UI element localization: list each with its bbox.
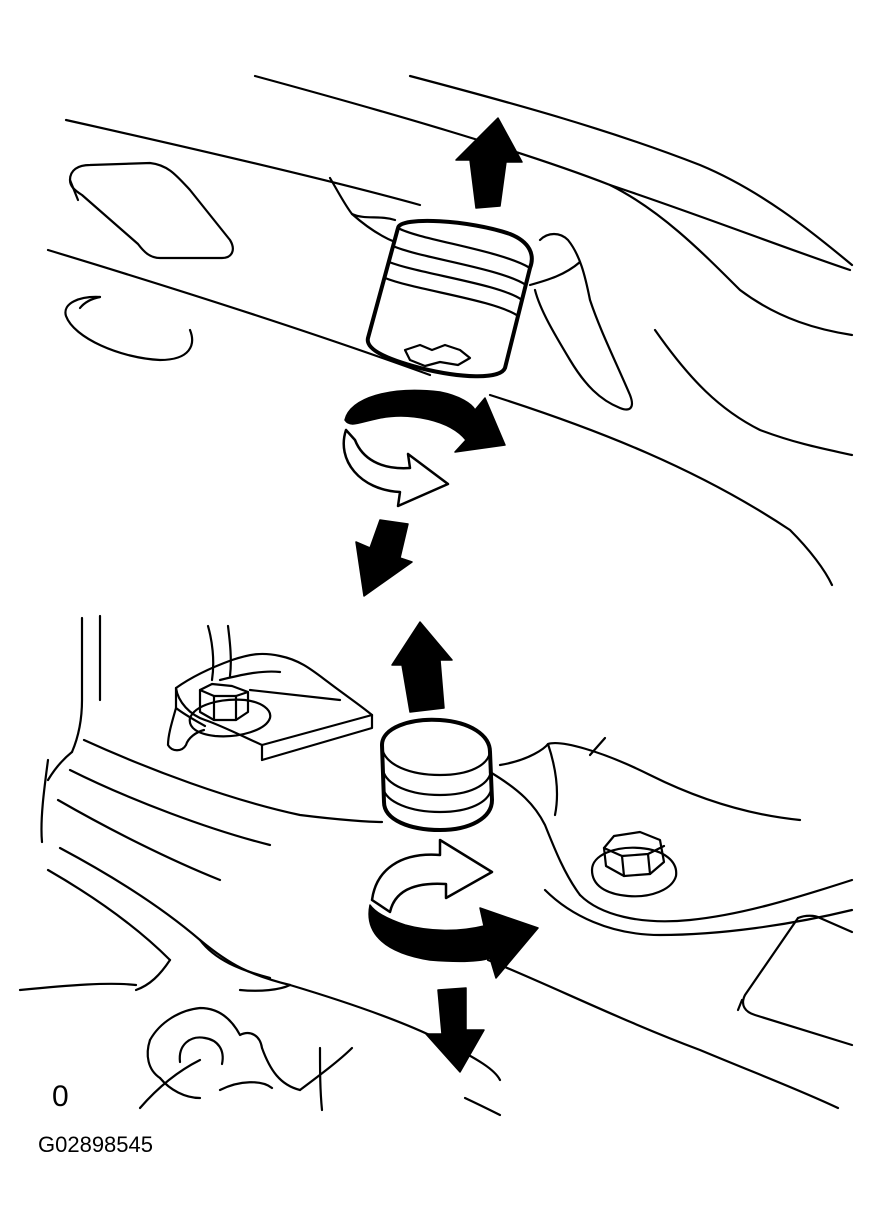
lower-stopper-cushion <box>380 717 494 832</box>
upper-body-panel <box>46 74 854 587</box>
lower-rotate-clockwise-icon <box>368 838 539 979</box>
upper-arrow-up-icon <box>455 117 523 209</box>
bolt-icon <box>590 830 678 898</box>
upper-rotate-clockwise-icon <box>342 389 506 508</box>
bolt-icon <box>188 682 272 738</box>
upper-stopper-cushion <box>365 218 534 379</box>
figure-code: G02898545 <box>38 1132 153 1157</box>
view-label: 0 <box>52 1080 69 1113</box>
lower-arrow-down-icon <box>425 987 485 1073</box>
upper-arrow-down-icon <box>355 519 413 597</box>
lower-arrow-up-icon <box>391 621 453 713</box>
